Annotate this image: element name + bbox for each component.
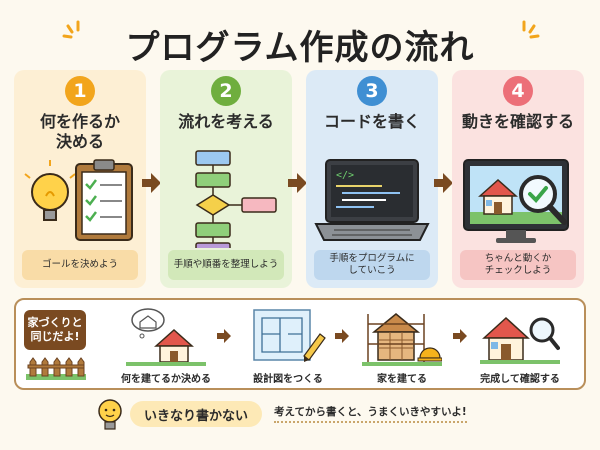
step-card-4: 4 動きを確認する ちゃんと動くか チェックしよう [452,70,584,288]
hardhat-icon [417,347,442,362]
step-title: 流れを考える [160,112,292,132]
house-analogy-panel: 家づくりと 同じだよ! 何を建てるか決める [14,298,586,390]
lightbulb-icon [24,160,76,221]
code-tag: </> [336,170,354,181]
pencil-icon [303,333,326,362]
step-card-1: 1 何を作るか 決める ゴールを決めよう [14,70,146,288]
house-check-icon [480,316,560,364]
magnifier-icon [519,175,567,225]
arrow-right-icon [217,329,231,343]
step-title: コードを書く [306,112,438,132]
step-card-2: 2 流れを考える 手順や順番を整理しよう [160,70,292,288]
idea-illustration [24,159,133,241]
step-caption: 手順をプログラムに していこう [314,250,430,280]
construction-icon [362,313,442,366]
step-number: 4 [503,76,533,106]
house-step-2: 設計図をつくる [238,306,338,388]
arrow-right-icon [434,173,453,193]
arrow-right-icon [142,173,161,193]
tip-row: いきなり書かない 考えてから書くと、うまくいきやすいよ! [96,398,546,430]
caption-line: ゴールを決めよう [41,259,118,270]
sparkle-icon [522,20,540,39]
step-card-3: 3 コードを書く </> 手順をプログラムに していこう [306,70,438,288]
step-caption: ゴールを決めよう [22,250,138,280]
step-title-line: コードを書く [323,112,420,131]
arrow-right-icon [335,329,349,343]
tip-text: 考えてから書くと、うまくいきやすいよ! [274,404,467,423]
flowchart-icon [195,150,277,248]
step-title: 何を作るか 決める [14,112,146,152]
lightbulb-icon [98,399,122,430]
caption-line: 手順や順番を整理しよう [173,259,279,270]
house-step-label: 完成して確認する [480,374,560,385]
analogy-badge: 家づくりと 同じだよ! [24,310,86,350]
arrow-right-icon [453,329,467,343]
caption-line: ちゃんと動くか [484,253,552,264]
house-step-label: 設計図をつくる [253,374,323,385]
monitor-icon [463,159,569,243]
step-title-line: 流れを考える [178,112,274,131]
step-caption: ちゃんと動くか チェックしよう [460,250,576,280]
step-number: 1 [65,76,95,106]
clipboard-icon [75,159,133,241]
check-icon [528,186,548,203]
step-title-line: 動きを確認する [461,112,574,131]
tip-label: いきなり書かない [130,401,262,427]
title-area: プログラム作成の流れ [0,6,600,68]
step-title-line: 何を作るか [39,112,120,131]
house-step-3: 家を建てる [352,306,452,388]
step-number: 2 [211,76,241,106]
badge-line: 家づくりと [27,316,83,329]
house-icon [478,178,518,215]
step-title: 動きを確認する [452,112,584,132]
caption-line: していこう [348,265,396,276]
caption-line: 手順をプログラムに [329,253,415,264]
arrow-right-icon [288,173,307,193]
magnifier-icon [529,317,560,350]
step-number: 3 [357,76,387,106]
laptop-icon: </> [314,159,430,241]
blueprint-icon [253,309,326,362]
fence-icon [26,357,86,380]
page-title: プログラム作成の流れ [125,28,475,68]
step-title-line: 決める [55,132,104,151]
sparkle-icon [62,20,80,39]
step-caption: 手順や順番を整理しよう [168,250,284,280]
house-step-label: 何を建てるか決める [121,374,211,385]
house-step-label: 家を建てる [377,374,427,385]
caption-line: チェックしよう [484,265,552,276]
house-step-1: 何を建てるか決める [116,306,216,388]
house-step-4: 完成して確認する [470,306,570,388]
badge-line: 同じだよ! [30,330,80,343]
house-idea-icon [126,308,206,366]
